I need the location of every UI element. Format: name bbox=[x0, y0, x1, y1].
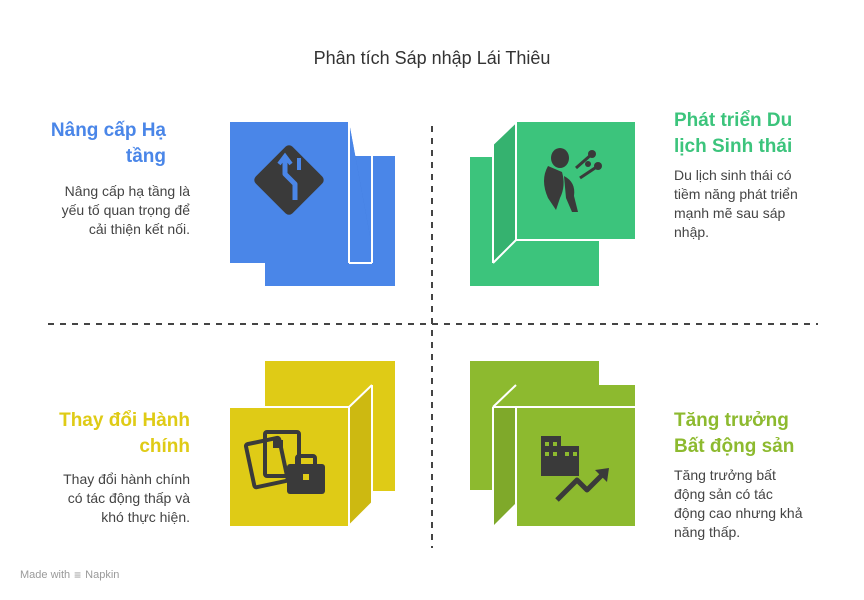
made-with-napkin[interactable]: Made with ≡ Napkin bbox=[20, 568, 119, 582]
cube-top-left bbox=[230, 121, 395, 286]
documents-briefcase-icon bbox=[243, 430, 325, 494]
made-with-label: Made with bbox=[20, 569, 71, 581]
heading-infrastructure: Nâng cấp Hạ tầng bbox=[50, 120, 166, 167]
desc-infrastructure: Nâng cấp hạ tầng là yếu tố quan trọng để… bbox=[61, 183, 190, 237]
nature-woman-icon bbox=[544, 148, 602, 212]
cube-top-right bbox=[470, 121, 635, 286]
desc-real-estate: Tăng trưởng bất động sản có tác động cao… bbox=[674, 467, 803, 540]
heading-administrative: Thay đổi Hành chính bbox=[59, 410, 190, 457]
desc-ecotourism: Du lịch sinh thái có tiềm năng phát triể… bbox=[674, 167, 798, 240]
diagram-title: Phân tích Sáp nhập Lái Thiêu bbox=[313, 48, 551, 68]
desc-administrative: Thay đổi hành chính có tác động thấp và … bbox=[63, 471, 190, 525]
cube-bottom-left bbox=[230, 361, 395, 527]
napkin-brand: Napkin bbox=[85, 569, 120, 581]
heading-real-estate: Tăng trưởng Bất động sản bbox=[674, 410, 795, 457]
road-sign-icon bbox=[254, 145, 324, 215]
napkin-logo-icon: ≡ bbox=[74, 568, 82, 582]
heading-ecotourism: Phát triển Du lịch Sinh thái bbox=[674, 110, 793, 157]
buildings-growth-icon bbox=[541, 436, 609, 502]
